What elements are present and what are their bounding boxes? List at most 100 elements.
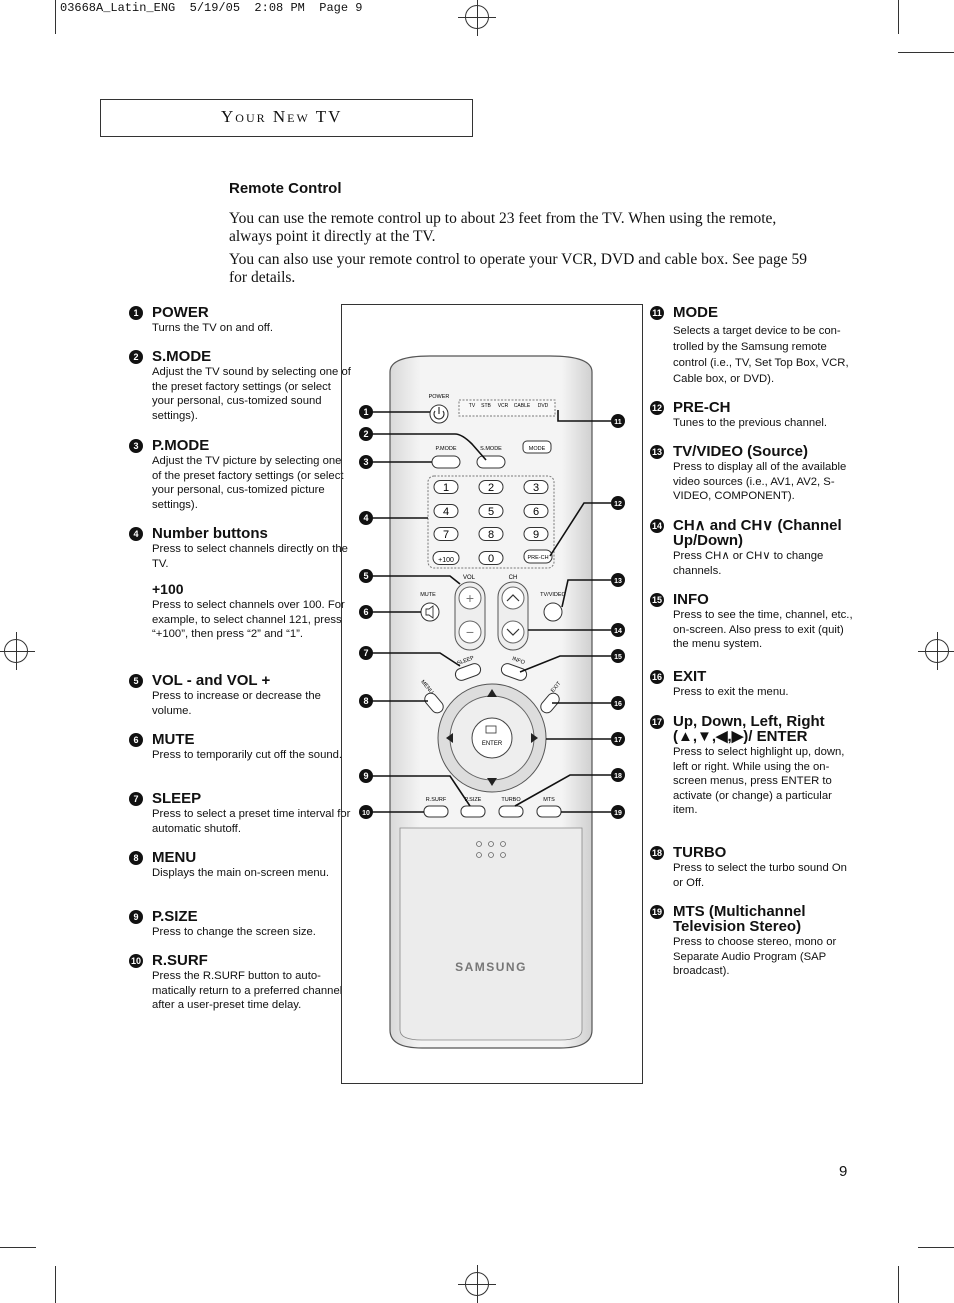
- callout-badge: [611, 414, 625, 428]
- callout-number: 16: [650, 670, 664, 684]
- crop-mark: [898, 52, 954, 53]
- plus100-title: +100: [152, 581, 184, 598]
- number-key-7[interactable]: [433, 527, 459, 541]
- number-key-4[interactable]: [433, 504, 459, 518]
- mode-label: MODE: [529, 446, 546, 452]
- ch-up-button[interactable]: [501, 586, 525, 610]
- number-key-+100[interactable]: [432, 551, 460, 565]
- mode-tv: TV: [469, 403, 476, 409]
- ch-down-button[interactable]: [501, 620, 525, 644]
- callout-badge: [359, 694, 373, 708]
- down-arrow-icon[interactable]: [487, 778, 497, 786]
- number-key-label: 4: [443, 506, 449, 518]
- number-key-label: 1: [443, 482, 449, 494]
- callout-badge: [359, 511, 373, 525]
- callout-number: 9: [129, 910, 143, 924]
- number-key-9[interactable]: [523, 527, 549, 541]
- callout-badge-number: 13: [614, 578, 622, 585]
- vol-up-button[interactable]: [458, 586, 482, 610]
- callout-number: 14: [650, 519, 664, 533]
- psize-label: P.SIZE: [465, 797, 482, 803]
- callout-number: 1: [129, 306, 143, 320]
- sleep-button[interactable]: [454, 662, 483, 682]
- registration-mark: [458, 0, 496, 36]
- prech-button[interactable]: [523, 549, 553, 564]
- mode-vcr: VCR: [498, 403, 509, 409]
- item-title: INFO: [673, 591, 709, 608]
- callout-badge-number: 11: [614, 419, 622, 426]
- number-key-8[interactable]: [478, 527, 504, 541]
- info-button[interactable]: [500, 662, 529, 682]
- exit-button[interactable]: [538, 691, 561, 716]
- item-title: TURBO: [673, 844, 727, 861]
- power-icon: [433, 407, 445, 420]
- turbo-button[interactable]: [498, 805, 524, 818]
- tvvideo-button[interactable]: [543, 602, 563, 622]
- psize-button[interactable]: [460, 805, 486, 818]
- callout-number: 8: [129, 851, 143, 865]
- number-key-label: +100: [438, 557, 454, 564]
- item-description: Press to display all of the available vi…: [673, 461, 847, 503]
- number-key-3[interactable]: [523, 480, 549, 494]
- item-description: Press to exit the menu.: [673, 686, 789, 698]
- callout-badge-number: 19: [614, 810, 622, 817]
- item-description: Tunes to the previous channel.: [673, 417, 828, 429]
- item-description: Press to choose stereo, mono or Separate…: [673, 936, 837, 978]
- samsung-logo: SAMSUNG: [455, 960, 527, 974]
- enter-button[interactable]: [471, 717, 513, 759]
- mute-button[interactable]: [420, 602, 440, 622]
- crop-mark: [0, 1247, 36, 1248]
- number-key-label: 6: [533, 506, 539, 518]
- callout-badge: [359, 455, 373, 469]
- up-arrow-icon[interactable]: [487, 689, 497, 697]
- vol-label: VOL: [463, 575, 476, 581]
- callout-number: 4: [129, 527, 143, 541]
- mode-button[interactable]: [522, 440, 552, 454]
- left-arrow-icon[interactable]: [446, 733, 453, 743]
- number-key-2[interactable]: [478, 480, 504, 494]
- remote-illustration: POWER TV STB VCR CABLE DVD P.MODE S.MODE…: [359, 355, 625, 1049]
- item-description: Press to see the time, channel, etc., on…: [673, 609, 853, 651]
- callout-badge-number: 12: [614, 501, 622, 508]
- smode-button[interactable]: [476, 455, 506, 469]
- callout-badge: [359, 569, 373, 583]
- enter-label: ENTER: [482, 741, 503, 747]
- number-key-0[interactable]: [478, 551, 504, 565]
- mts-button[interactable]: [536, 805, 562, 818]
- print-slug: 03668A_Latin_ENG 5/19/05 2:08 PM Page 9: [60, 1, 363, 15]
- callout-badge: [359, 769, 373, 783]
- crop-mark: [55, 1266, 56, 1303]
- crop-mark: [898, 1266, 899, 1303]
- callout-number: 12: [650, 401, 664, 415]
- item-title: CH∧ and CH∨ (Channel Up/Down): [673, 517, 842, 549]
- rsurf-button[interactable]: [423, 805, 449, 818]
- callout-number: 6: [129, 733, 143, 747]
- callout-lines: [372, 410, 611, 813]
- speaker-holes: [476, 841, 506, 858]
- item-description: Adjust the TV picture by selecting one o…: [152, 455, 344, 511]
- mts-label: MTS: [543, 797, 555, 803]
- number-key-5[interactable]: [478, 504, 504, 518]
- menu-button[interactable]: [422, 691, 445, 716]
- callout-badge: [359, 405, 373, 419]
- callout-badge: [359, 605, 373, 619]
- tvvideo-label: TV/VIDEO: [540, 592, 566, 598]
- info-label: INFO: [511, 656, 526, 666]
- callout-number: 13: [650, 445, 664, 459]
- callout-badge: [611, 696, 625, 710]
- item-title: Up, Down, Left, Right (▲,▼,◀,▶)/ ENTER: [673, 713, 825, 745]
- number-key-6[interactable]: [523, 504, 549, 518]
- pmode-button[interactable]: [431, 455, 461, 469]
- callout-badge: [611, 768, 625, 782]
- callout-badge-number: 1: [363, 407, 368, 417]
- ch-label: CH: [509, 575, 518, 581]
- mode-cable: CABLE: [514, 403, 531, 409]
- item-description: Press to change the screen size.: [152, 926, 316, 938]
- remote-lower-panel: [399, 827, 583, 1041]
- right-arrow-icon[interactable]: [531, 733, 538, 743]
- number-key-1[interactable]: [433, 480, 459, 494]
- callout-badge-number: 4: [363, 513, 368, 523]
- vol-down-button[interactable]: [458, 620, 482, 644]
